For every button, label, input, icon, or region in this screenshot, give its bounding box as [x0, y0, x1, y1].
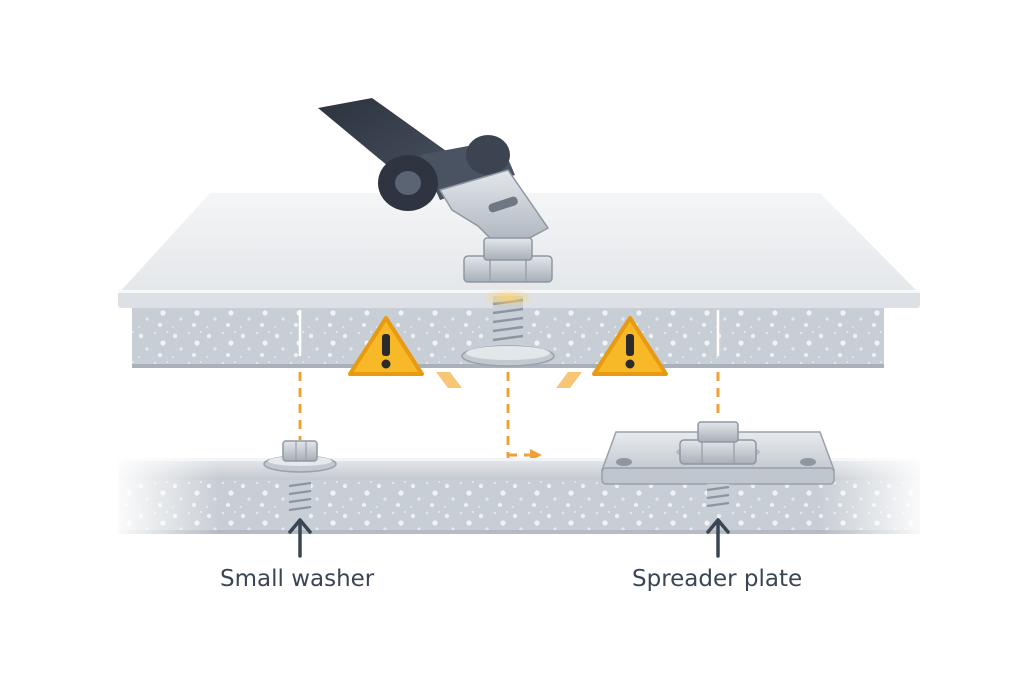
- spreader-plate-label: Spreader plate: [632, 566, 803, 592]
- stress-marks: [436, 372, 582, 388]
- warning-triangle-icon-left: [348, 316, 424, 376]
- small-washer-label: Small washer: [220, 566, 375, 592]
- upper-bolt: [461, 289, 555, 367]
- spreader-plate-fastener: [600, 421, 836, 514]
- up-arrow-icon-left: [288, 518, 312, 558]
- upper-nut: [463, 237, 553, 283]
- up-arrow-icon-right: [706, 518, 730, 558]
- lower-panel: [110, 450, 930, 542]
- strap-arm: [318, 98, 515, 211]
- warning-triangle-icon-right: [592, 316, 668, 376]
- small-washer-fastener: [263, 440, 337, 514]
